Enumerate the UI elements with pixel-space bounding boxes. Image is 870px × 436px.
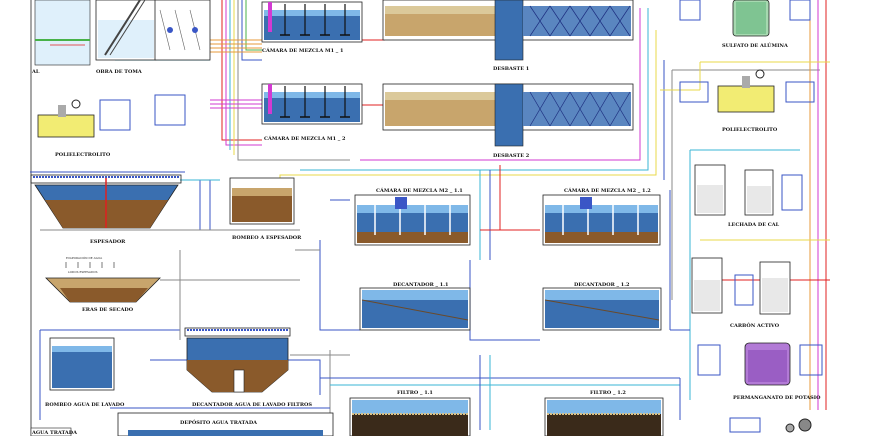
permanganato-tank bbox=[697, 342, 823, 386]
label-agua-tratada: AGUA TRATADA bbox=[31, 430, 77, 436]
decantador-1-2 bbox=[542, 287, 662, 331]
deposito-agua-tratada bbox=[117, 412, 334, 436]
mixing-chamber-m1-2 bbox=[261, 83, 363, 125]
decantador-1-1 bbox=[359, 287, 471, 331]
label-camara-m1-2: CÁMARA DE MEZCLA M1 _ 2 bbox=[264, 135, 346, 142]
mixing-chamber-m1-1 bbox=[261, 1, 363, 43]
label-camara-m2-2: CÁMARA DE MEZCLA M2 _ 1.2 bbox=[564, 187, 651, 194]
label-obra-toma: OBRA DE TOMA bbox=[96, 69, 142, 75]
desbaste-1 bbox=[382, 0, 634, 61]
intake-structure bbox=[34, 0, 211, 66]
label-lodos-espesados: LODOS ESPESADOS bbox=[68, 270, 98, 274]
label-evaporacion: EVAPORACIÓN DE AGUA bbox=[66, 255, 103, 260]
label-lechada: LECHADA DE CAL bbox=[728, 222, 780, 228]
lechada-cal-tanks bbox=[694, 164, 803, 216]
polielectrolito-left-tank bbox=[37, 94, 186, 138]
label-polielectrolito-left: POLIELECTROLITO bbox=[55, 152, 111, 158]
decantador-lavado bbox=[184, 327, 291, 393]
label-permanganato: PERMANGANATO DE POTASIO bbox=[733, 395, 821, 401]
mixing-chamber-m2-1 bbox=[354, 194, 471, 246]
label-camara-m2-1: CÁMARA DE MEZCLA M2 _ 1.1 bbox=[376, 187, 463, 194]
espesador bbox=[30, 174, 182, 229]
polielectrolito-right-tank bbox=[679, 69, 815, 113]
label-bombeo-lavado: BOMBEO AGUA DE LAVADO bbox=[45, 402, 125, 408]
label-decantador-11: DECANTADOR _ 1.1 bbox=[393, 282, 448, 288]
bombeo-agua-lavado bbox=[49, 337, 115, 391]
label-desbaste-1: DESBASTE 1 bbox=[493, 66, 529, 72]
label-eras: ERAS DE SECADO bbox=[82, 307, 134, 313]
label-bombeo-espesador: BOMBEO A ESPESADOR bbox=[232, 235, 302, 241]
label-espesador: ESPESADOR bbox=[90, 239, 126, 245]
label-sulfato: SULFATO DE ALÚMINA bbox=[722, 41, 788, 49]
carbon-activo-tanks bbox=[691, 257, 791, 315]
label-filtro-11: FILTRO _ 1.1 bbox=[397, 390, 433, 396]
bottom-right-equipment bbox=[729, 417, 812, 433]
label-desbaste-2: DESBASTE 2 bbox=[493, 153, 530, 159]
label-filtro-12: FILTRO _ 1.2 bbox=[590, 390, 626, 396]
label-deposito: DEPÓSITO AGUA TRATADA bbox=[180, 418, 257, 426]
eras-secado: EVAPORACIÓN DE AGUA LODOS ESPESADOS bbox=[45, 255, 161, 303]
label-al: AL bbox=[31, 69, 40, 75]
filtro-1-2 bbox=[544, 397, 664, 436]
agua-tratada-box bbox=[30, 427, 72, 436]
label-polielectrolito-right: POLIELECTROLITO bbox=[722, 127, 778, 133]
filtro-1-1 bbox=[349, 397, 471, 436]
label-carbon: CARBÓN ACTIVO bbox=[730, 321, 780, 329]
label-decantador-lavado: DECANTADOR AGUA DE LAVADO FILTROS bbox=[192, 402, 312, 408]
label-decantador-12: DECANTADOR _ 1.2 bbox=[574, 282, 630, 288]
mixing-chamber-m2-2 bbox=[542, 194, 661, 246]
desbaste-2 bbox=[382, 83, 634, 147]
bombeo-espesador bbox=[229, 177, 295, 225]
label-camara-m1-1: CÁMARA DE MEZCLA M1 _ 1 bbox=[262, 47, 344, 54]
sulfato-tank bbox=[679, 0, 811, 37]
